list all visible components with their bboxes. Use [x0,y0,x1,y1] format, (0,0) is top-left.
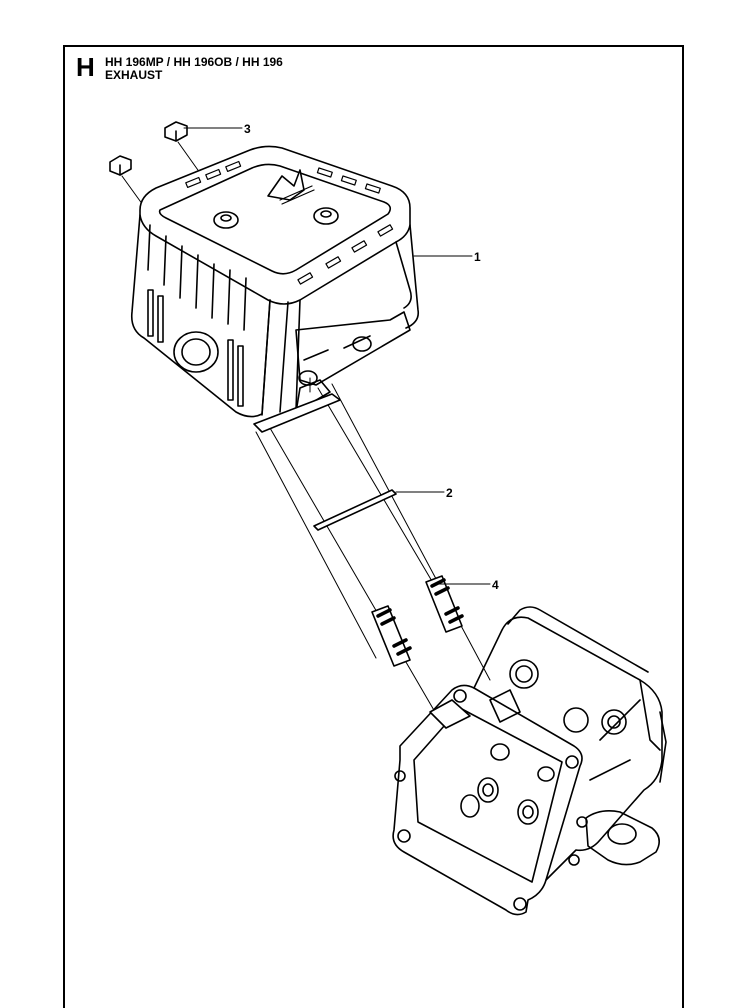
cylinder-head [392,606,667,916]
gasket-part-2 [313,489,397,531]
callout-2: 2 [446,486,453,500]
section-letter: H [76,52,95,82]
callout-3: 3 [244,122,251,136]
model-title: HH 196MP / HH 196OB / HH 196 [105,55,283,69]
callout-1: 1 [474,250,481,264]
stud-part-4 [371,575,464,667]
muffler-part-1 [130,145,420,418]
section-title: EXHAUST [105,68,163,82]
callout-4: 4 [492,578,499,592]
nut-part-3 [109,121,188,176]
page-frame [63,45,684,1008]
